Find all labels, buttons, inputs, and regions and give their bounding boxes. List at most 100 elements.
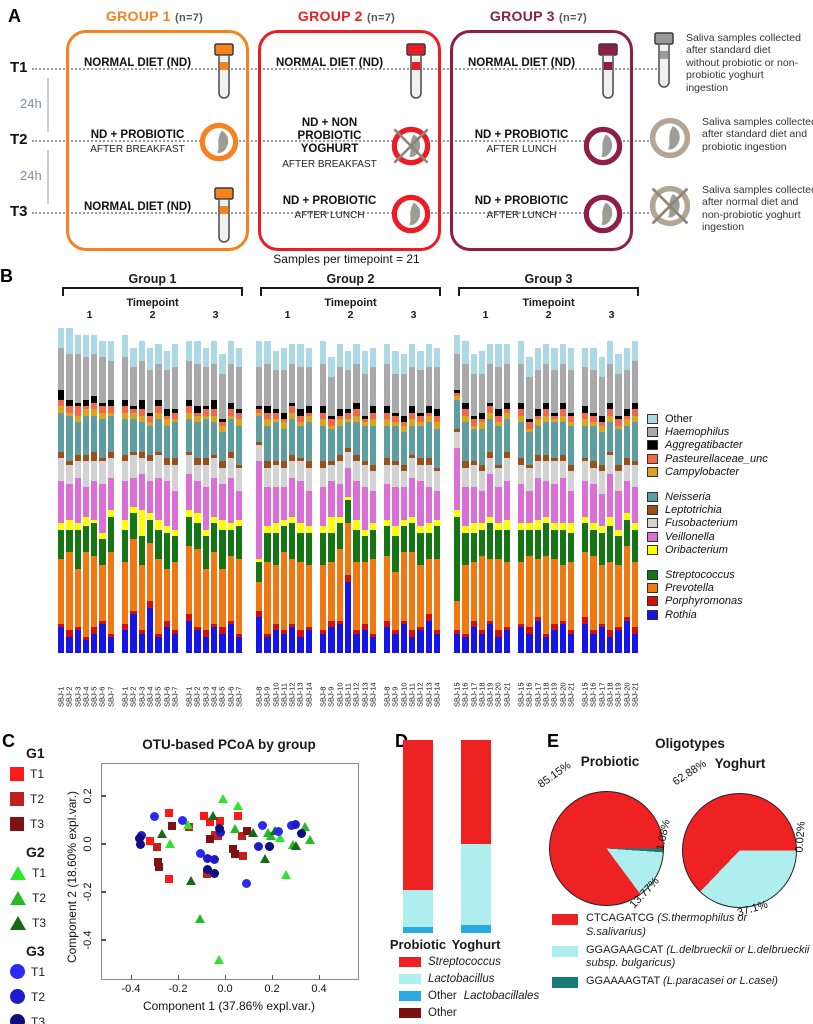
pie-slice-label: 0.02% [793, 821, 808, 853]
bar-segment-Campylobacter [163, 419, 170, 426]
bar-segment-Haemophilus [582, 367, 589, 406]
bar-segment-Oribacterium [219, 519, 226, 530]
pcoa-point-G1-T3 [242, 826, 251, 835]
pcoa-point-G1-T3 [167, 821, 176, 830]
group-bracket [458, 287, 639, 296]
bar-segment-Streptococcus [615, 536, 622, 566]
bar-segment-Campylobacter [623, 419, 630, 426]
bar-segment-Oribacterium [235, 519, 243, 527]
bar-segment-Other [297, 344, 304, 367]
bar-segment-Pasteurellaceae_unc [417, 415, 424, 423]
bar-segment-Fusobacterium [559, 461, 566, 478]
bar-segment-Pasteurellaceae_unc [631, 409, 639, 416]
pcoa-point-G3-T1 [258, 821, 268, 831]
bar-segment-Veillonella [369, 490, 377, 523]
pcoa-point-G3-T3 [297, 829, 307, 839]
bar-segment-Haemophilus [163, 370, 170, 410]
bar-segment-Pasteurellaceae_unc [551, 415, 558, 419]
bar-segment-Streptococcus [74, 529, 81, 569]
group1-t2-diet: ND + PROBIOTIC [90, 129, 185, 141]
stacked-bar [305, 347, 313, 653]
bar-segment-Pasteurellaceae_unc [503, 409, 511, 413]
sample-label: SBJ-6 [97, 686, 107, 707]
stacked-bar [91, 334, 98, 653]
bar-segment-Pasteurellaceae_unc [400, 422, 408, 426]
bar-segment-Aggregatibacter [130, 406, 137, 410]
bar-segment-Other [433, 347, 441, 367]
pcoa-point-G3-T3 [210, 868, 220, 878]
pcoa-point-G2-T1 [183, 820, 194, 830]
bar-segment-Porphyromonas [194, 627, 201, 631]
legend-circle-marker [10, 964, 25, 979]
stacked-bar [567, 347, 575, 653]
bar-segment-Neisseria [297, 425, 304, 458]
bar-segment-Aggregatibacter [392, 412, 399, 416]
bar-segment-Rothia [353, 633, 360, 653]
bar-segment-Prevotella [607, 562, 614, 631]
group1-t2-when: AFTER BREAKFAST [90, 144, 185, 156]
pcoa-point-G1-T2 [152, 843, 161, 852]
oligotype-sequence: CTCAGATCG [586, 912, 658, 924]
bar-segment-Aggregatibacter [384, 406, 391, 413]
group2-t2-diet: ND + NON PROBIOTIC YOGHURT [297, 117, 362, 156]
bar-segment-Campylobacter [211, 415, 218, 423]
bar-segment-Fusobacterium [202, 464, 210, 488]
bar-segment-Streptococcus [91, 523, 98, 556]
cluster-bars [384, 323, 441, 653]
bar-segment-Other [235, 347, 243, 367]
taxa-legend-item: Neisseria [647, 490, 811, 503]
bar-segment-Porphyromonas [392, 630, 399, 634]
bar-segment-Fusobacterium [280, 467, 288, 488]
bar-segment-Leptotrichia [503, 451, 511, 458]
stacked-bar [487, 344, 494, 653]
bar-segment-Rothia [518, 627, 525, 653]
bar-segment-Haemophilus [91, 354, 98, 397]
sample-label: SBJ-1 [56, 686, 66, 707]
bar-segment-Streptococcus [400, 526, 408, 553]
oligotype-species: (L.paracasei or L.casei) [663, 975, 778, 987]
saliva-legend-row-3: Saliva samples collected after normal di… [648, 184, 813, 234]
taxa-legend-swatch [647, 453, 658, 464]
bar-segment-Streptococcus [582, 523, 589, 553]
bar-segment-Porphyromonas [146, 601, 154, 608]
bar-segment-Campylobacter [615, 425, 622, 429]
bar-segment-Rothia [582, 623, 589, 653]
timepoint-number: 3 [608, 309, 615, 321]
bar-segment-Haemophilus [58, 347, 65, 390]
bar-segment-Porphyromonas [186, 614, 193, 621]
bar-segment-Pasteurellaceae_unc [202, 409, 210, 416]
bar-segment-Leptotrichia [280, 461, 288, 468]
bar-segment-Streptococcus [369, 529, 377, 559]
bar-segment-Fusobacterium [551, 461, 558, 484]
bar-segment-Oribacterium [598, 526, 606, 533]
bar-segment-Fusobacterium [369, 471, 377, 491]
bar-segment-Neisseria [235, 425, 243, 465]
bar-segment-Neisseria [392, 425, 399, 462]
bar-segment-Leptotrichia [353, 454, 360, 462]
bar-segment-Neisseria [526, 432, 533, 465]
bar-segment-Oribacterium [526, 523, 533, 530]
bar-segment-Prevotella [155, 558, 162, 634]
bar-segment-Rothia [155, 636, 162, 653]
bar-segment-Other [353, 344, 360, 364]
bar-segment-Oribacterium [409, 516, 416, 523]
bar-segment-Oribacterium [631, 523, 639, 530]
sample-label: SBJ-14 [368, 682, 378, 707]
bar-segment-Aggregatibacter [534, 409, 541, 416]
pcoa-point-G1-T1 [199, 812, 208, 821]
bar-segment-Other [487, 344, 494, 364]
stacked-bar [202, 347, 210, 653]
bar-segment-Prevotella [186, 545, 193, 614]
sample-label: SBJ-14 [304, 682, 314, 707]
bar-segment-Rothia [74, 630, 81, 653]
bar-segment-Haemophilus [211, 363, 218, 400]
legend-timepoint-label: T2 [31, 989, 46, 1004]
bar-segment-Veillonella [130, 477, 137, 507]
bar-segment-Other [82, 334, 90, 358]
pcoa-point-G1-T1 [205, 817, 214, 826]
bar-segment-Campylobacter [202, 415, 210, 419]
